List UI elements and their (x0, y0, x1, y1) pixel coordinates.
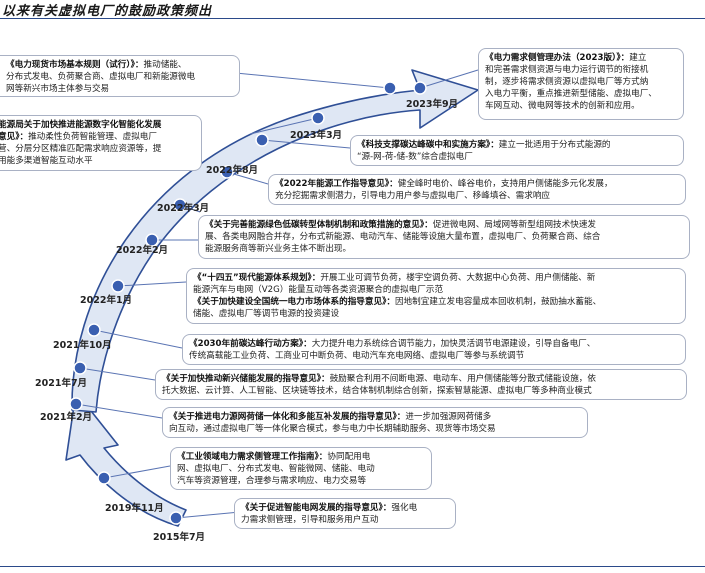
policy-title: 能源局关于加快推进能源数字化智能化发展 (0, 120, 162, 130)
policy-text: 进一步加强源网荷储多 (405, 412, 492, 422)
policy-title: 《2022年能源工作指导意见》： (275, 179, 398, 189)
policy-text: 展、各类电网融合并存，分布式新能源、电动汽车、储能等设施大量布置，虚拟电厂、负荷… (205, 232, 601, 242)
connector-line (117, 281, 187, 287)
policy-title: 《关于加快建设全国统一电力市场体系的指导意见》： (193, 297, 395, 307)
policy-text: 鼓励聚合利用不间断电源、电动车、用户侧储能等分散式储能设施，依 (329, 374, 596, 384)
policy-title: 意见》： (0, 132, 29, 142)
policy-title: 《关于推进电力源网荷储一体化和多能互补发展的指导意见》： (169, 412, 406, 422)
connector-line (214, 70, 391, 89)
policy-box: 能源局关于加快推进能源数字化智能化发展 意见》：推动柔性负荷智能管理、虚拟电厂 … (0, 115, 202, 171)
date-label: 2023年3月 (290, 130, 343, 141)
policy-box: 《关于促进智能电网发展的指导意见》：强化电 力需求侧管理，引导和服务用户互动 (234, 498, 456, 529)
timeline-dot (169, 511, 183, 525)
policy-text: 强化电 (391, 503, 418, 513)
policy-title: 《关于促进智能电网发展的指导意见》： (241, 503, 392, 513)
policy-box: 《电力需求侧管理办法（2023版）》：建立 和完善需求侧资源与电力运行调节的衔接… (478, 48, 684, 120)
timeline-dot (255, 133, 269, 147)
policy-text: 和完善需求侧资源与电力运行调节的衔接机 (485, 65, 649, 75)
policy-title: 《科技支撑碳达峰碳中和实施方案》： (357, 140, 499, 150)
timeline-dot (69, 397, 83, 411)
date-label: 2019年11月 (105, 503, 164, 514)
policy-box: 《电力现货市场基本规则（试行）》：推动储能、 分布式发电、负荷聚合商、虚拟电厂和… (0, 55, 240, 97)
date-label: 2021年2月 (40, 412, 93, 423)
policy-text: 托大数据、云计算、人工智能、区块链等技术，结合体制机制综合创新，探索智慧能源、虚… (162, 386, 592, 396)
connector-line (103, 465, 171, 479)
policy-text: 能源汽车与电网（V2G）能量互动等各类资源聚合的虚拟电厂示范 (193, 285, 444, 295)
policy-box: 《科技支撑碳达峰碳中和实施方案》：建立一批适用于分布式能源的 “源-网-荷-储-… (350, 135, 684, 166)
policy-title: 《电力需求侧管理办法（2023版）》： (485, 53, 630, 63)
connector-line (175, 511, 241, 519)
connector-line (261, 139, 351, 149)
policy-text: 建立 (629, 53, 647, 63)
connector-line (75, 403, 163, 419)
timeline-dot (220, 165, 234, 179)
policy-box: 《“十四五”现代能源体系规划》：开展工业可调节负荷，楼宇空调负荷、大数据中心负荷… (186, 268, 686, 324)
policy-text: 健全峰时电价、峰谷电价，支持用户侧储能多元化发展， (397, 179, 613, 189)
policy-text: 推动储能、 (143, 60, 187, 70)
policy-text: 入电力平衡，重点推进新型储能、虚拟电厂、 (485, 89, 657, 99)
timeline-dot (111, 279, 125, 293)
policy-text: 汽车等资源管理，合理参与需求响应、电力交易等 (177, 476, 367, 486)
timeline-dot (413, 81, 427, 95)
policy-text: 网、虚拟电厂、分布式发电、智能微网、储能、电动 (177, 464, 375, 474)
policy-text: 能源服务商等新兴业务主体不断出现。 (205, 244, 352, 254)
policy-title: 《关于完善能源绿色低碳转型体制机制和政策措施的意见》： (205, 220, 433, 230)
timeline-dot (145, 233, 159, 247)
timeline-dot (87, 323, 101, 337)
date-label: 2015年7月 (153, 532, 206, 543)
timeline-dot (383, 81, 397, 95)
policy-text: “源-网-荷-储-数”综合虚拟电厂 (357, 152, 473, 162)
policy-box: 《关于推进电力源网荷储一体化和多能互补发展的指导意见》：进一步加强源网荷储多 向… (162, 407, 588, 438)
date-label: 2021年10月 (53, 340, 112, 351)
timeline-dot (73, 361, 87, 375)
policy-text: 储能、虚拟电厂等调节电源的投资建设 (193, 309, 340, 319)
date-label: 2022年8月 (206, 165, 259, 176)
date-label: 2023年9月 (406, 99, 459, 110)
bottom-rule (0, 566, 705, 567)
date-label: 2022年2月 (116, 245, 169, 256)
policy-text: 传统高载能工业负荷、工商业可中断负荷、电动汽车充电网络、虚拟电厂等参与系统调节 (189, 351, 525, 361)
policy-text: 协同配用电 (327, 452, 371, 462)
policy-text: 车网互动、微电网等技术的创新和应用。 (485, 101, 640, 111)
timeline-dot (97, 471, 111, 485)
date-label: 2022年1月 (80, 295, 133, 306)
connector-line (249, 117, 319, 135)
policy-text: 用能多渠道智能互动水平 (0, 156, 93, 166)
policy-box: 《工业领域电力需求侧管理工作指南》：协同配用电 网、虚拟电厂、分布式发电、智能微… (170, 447, 432, 490)
policy-text: 向互动，通过虚拟电厂等一体化聚合模式，参与电力中长期辅助服务、现货等市场交易 (169, 424, 496, 434)
policy-text: 大力提升电力系统综合调节能力，加快灵活调节电源建设，引导自备电厂、 (311, 339, 596, 349)
date-label: 2022年3月 (157, 203, 210, 214)
policy-text: 因地制宜建立发电容量成本回收机制，鼓励抽水蓄能、 (394, 297, 602, 307)
policy-text: 推动柔性负荷智能管理、虚拟电厂 (28, 132, 157, 142)
policy-title: 《2030年前碳达峰行动方案》： (189, 339, 312, 349)
connector-line (226, 171, 269, 185)
connector-line (93, 329, 183, 349)
policy-text: 营、分层分区精准匹配需求响应资源等，提 (0, 144, 162, 154)
policy-title: 《电力现货市场基本规则（试行）》： (6, 60, 144, 70)
policy-box: 《2022年能源工作指导意见》：健全峰时电价、峰谷电价，支持用户侧储能多元化发展… (268, 174, 686, 205)
policy-text: 建立一批适用于分布式能源的 (498, 140, 611, 150)
timeline-dot (311, 111, 325, 125)
policy-text: 网等新兴市场主体参与交易 (6, 84, 110, 94)
top-rule (0, 18, 705, 19)
policy-text: 促进微电网、局域网等新型组网技术快速发 (432, 220, 597, 230)
policy-text: 充分挖掘需求侧潜力，引导电力用户参与虚拟电厂、移峰填谷、需求响应 (275, 191, 551, 201)
policy-text: 力需求侧管理，引导和服务用户互动 (241, 515, 379, 525)
policy-title: 《“十四五”现代能源体系规划》： (193, 273, 321, 283)
policy-text: 开展工业可调节负荷，楼宇空调负荷、大数据中心负荷、用户侧储能、新 (320, 273, 596, 283)
timeline-dot (173, 198, 187, 212)
policy-title: 《工业领域电力需求侧管理工作指南》： (177, 452, 328, 462)
policy-text: 分布式发电、负荷聚合商、虚拟电厂和新能源微电 (6, 72, 196, 82)
page-title: 以来有关虚拟电厂的鼓励政策频出 (2, 4, 213, 19)
connector-line (79, 367, 156, 381)
policy-box: 《2030年前碳达峰行动方案》：大力提升电力系统综合调节能力，加快灵活调节电源建… (182, 334, 686, 365)
policy-text: 制，逐步将需求侧资源以虚拟电厂等方式纳 (485, 77, 649, 87)
policy-box: 《关于加快推动新兴储能发展的指导意见》：鼓励聚合利用不间断电源、电动车、用户侧储… (155, 369, 687, 400)
policy-box: 《关于完善能源绿色低碳转型体制机制和政策措施的意见》：促进微电网、局域网等新型组… (198, 215, 690, 259)
policy-title: 《关于加快推动新兴储能发展的指导意见》： (162, 374, 330, 384)
date-label: 2021年7月 (35, 378, 88, 389)
connector-line (419, 69, 479, 89)
